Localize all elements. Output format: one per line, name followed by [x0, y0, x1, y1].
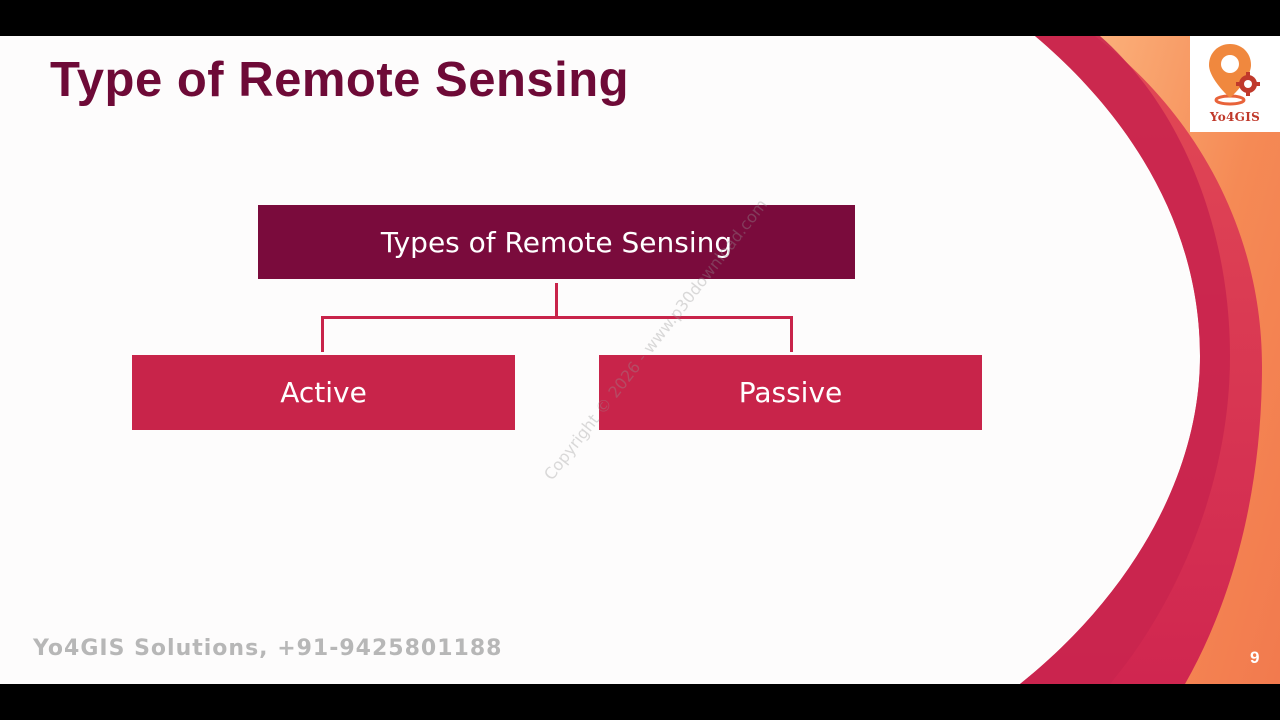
- map-pin-gear-icon: [1209, 44, 1260, 106]
- connector-bar: [321, 316, 793, 319]
- decorative-swoosh: [1020, 36, 1280, 684]
- connector-stem: [555, 283, 558, 317]
- footer-contact: Yo4GIS Solutions, +91-9425801188: [33, 636, 503, 661]
- connector-left: [321, 316, 324, 352]
- page-number: 9: [1250, 648, 1260, 667]
- connector-right: [790, 316, 793, 352]
- passive-node-label: Passive: [738, 376, 843, 409]
- logo-text: Yo4GIS: [1209, 110, 1261, 124]
- slide: Type of Remote Sensing Yo4GIS Types of R…: [0, 36, 1280, 684]
- diagram-root-node: Types of Remote Sensing: [258, 205, 855, 279]
- slide-title: Type of Remote Sensing: [50, 53, 630, 107]
- root-node-label: Types of Remote Sensing: [380, 225, 733, 259]
- yo4gis-logo: Yo4GIS: [1190, 36, 1280, 132]
- diagram-node-active: Active: [132, 355, 515, 430]
- active-node-label: Active: [280, 376, 367, 409]
- diagram-node-passive: Passive: [599, 355, 982, 430]
